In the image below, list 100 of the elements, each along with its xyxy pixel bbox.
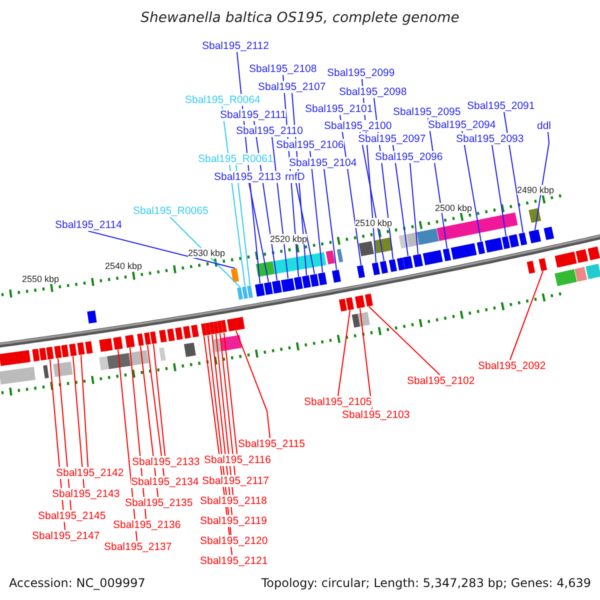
gene-block — [554, 252, 577, 268]
gene-label: ddl — [537, 120, 552, 132]
gene-block — [586, 264, 600, 280]
leader-line — [152, 344, 166, 456]
gene-label: Sbal195_R0061 — [198, 153, 274, 165]
leader-line — [337, 310, 351, 396]
leader-line — [409, 162, 419, 254]
gene-block — [125, 334, 135, 348]
gene-block — [436, 212, 518, 241]
leader-line — [117, 350, 138, 542]
gene-label: Sbal195_2111 — [220, 109, 286, 121]
rna-bar — [246, 286, 253, 298]
gene-label: Sbal195_2119 — [200, 515, 267, 527]
gene-block — [554, 269, 577, 286]
footer-note: Accession: NC_009997 — [9, 576, 146, 590]
gene-label: Sbal195_2095 — [393, 106, 461, 118]
gene-label: Sbal195_2100 — [324, 120, 392, 132]
gene-block — [588, 246, 600, 260]
leader-line — [309, 150, 324, 272]
gene-block — [332, 270, 341, 283]
gene-block — [294, 276, 303, 290]
gene-block — [396, 258, 406, 270]
scale-label: 2530 kbp — [188, 248, 226, 258]
gene-block — [526, 260, 536, 274]
scale-label: 2520 kbp — [270, 234, 308, 244]
footer-note: Topology: circular; Length: 5,347,283 bp; Genes: 4,639 — [261, 576, 591, 590]
gene-block — [254, 283, 265, 297]
gene-block — [272, 252, 326, 274]
gene-block — [43, 365, 49, 378]
gene-block — [77, 342, 85, 356]
gene-block — [346, 297, 354, 310]
gene-block — [39, 348, 47, 360]
gene-block — [0, 366, 36, 384]
gene-block — [358, 312, 370, 326]
gene-block — [528, 230, 542, 244]
gene-label: Sbal195_2114 — [55, 219, 122, 231]
gene-block — [175, 327, 183, 340]
scale-label: 2540 kbp — [105, 261, 142, 272]
gene-label: Sbal195_2104 — [289, 157, 357, 169]
leader-line — [235, 164, 251, 286]
leader-line — [295, 182, 316, 274]
gene-block — [129, 350, 149, 366]
gene-label: Sbal195_2101 — [305, 103, 373, 115]
gene-label: Sbal195_2143 — [52, 488, 120, 500]
gene-label: Sbal195_2102 — [407, 375, 475, 387]
gene-block — [358, 241, 374, 256]
gene-block — [508, 234, 520, 248]
gene-block — [388, 259, 398, 272]
gene-label: Sbal195_2137 — [104, 541, 172, 553]
gene-block — [318, 272, 327, 286]
gene-label: Sbal195_2107 — [258, 81, 326, 93]
gene-label: Sbal195_2110 — [236, 125, 303, 137]
leader-line — [323, 168, 338, 270]
gene-block — [338, 298, 347, 312]
gene-block — [518, 232, 528, 246]
gene-block — [53, 362, 73, 378]
leader-line — [461, 130, 482, 242]
scale-label: 2550 kbp — [22, 274, 60, 284]
gene-label: Sbal195_R0064 — [185, 94, 260, 106]
leader-line — [88, 230, 236, 269]
gene-block — [61, 344, 69, 358]
gene-label: Sbal195_2103 — [342, 409, 410, 421]
scale-label: 2500 kbp — [435, 202, 472, 213]
gene-block — [230, 268, 239, 282]
gene-block — [158, 347, 166, 362]
gene-block — [205, 322, 211, 336]
gene-label: Sbal195_2105 — [304, 396, 372, 408]
gene-label: Sbal195_2120 — [200, 535, 268, 547]
gene-block — [46, 346, 54, 360]
gene-block — [310, 274, 319, 287]
leader-line — [80, 355, 89, 468]
gene-block — [209, 322, 215, 334]
gene-block — [107, 353, 131, 370]
gene-label: Sbal195_2118 — [200, 495, 267, 507]
gene-block — [364, 294, 374, 307]
gene-block — [137, 333, 144, 346]
gene-block — [280, 278, 295, 292]
gene-block — [220, 334, 242, 352]
gene-label: Sbal195_2115 — [238, 438, 305, 450]
leader-line — [271, 136, 289, 279]
gene-block — [99, 356, 109, 370]
gene-label: Sbal195_2136 — [113, 519, 181, 531]
gene-label: Sbal195_2094 — [428, 119, 496, 131]
gene-block — [356, 265, 365, 278]
leader-line — [368, 306, 440, 376]
gene-block — [576, 249, 588, 264]
gene-label: Sbal195_2142 — [56, 467, 124, 479]
leader-line — [72, 356, 85, 488]
gene-block — [217, 320, 223, 334]
gene-block — [544, 226, 554, 240]
gene-label: Sbal195_2145 — [38, 510, 106, 522]
gene-label: Sbal195_2147 — [32, 530, 100, 542]
gene-block — [302, 275, 311, 288]
rna-bar — [237, 287, 243, 300]
gene-block — [167, 328, 175, 342]
gene-label: Sbal195_2121 — [200, 555, 268, 567]
leader-line — [219, 333, 236, 476]
leader-line — [392, 144, 409, 256]
leader-line — [359, 308, 373, 410]
gene-label: Sbal195_2117 — [202, 475, 269, 487]
